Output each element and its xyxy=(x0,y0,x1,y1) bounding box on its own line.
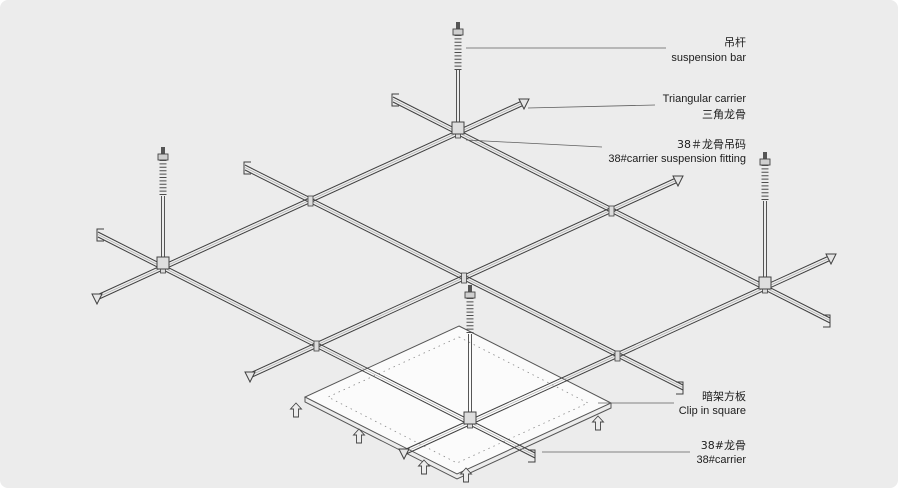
label-suspension-bar-zh: 吊杆 xyxy=(724,35,746,49)
triangle-end-cap xyxy=(518,98,530,111)
triangle-end-cap xyxy=(825,253,837,266)
channel-end-cap xyxy=(243,161,251,175)
panel-face xyxy=(303,325,613,475)
triangle-end-cap xyxy=(244,371,256,384)
suspension-fitting xyxy=(451,121,465,135)
triangle-end-cap xyxy=(398,448,410,461)
label-triangular-carrier-en: Triangular carrier xyxy=(663,93,747,105)
clip-in-panel xyxy=(303,325,613,480)
label-clip-in-square-zh: 暗架方板 xyxy=(702,389,746,403)
channel-end-cap xyxy=(676,381,684,395)
suspension-fitting xyxy=(463,411,477,425)
panel-thickness-edge xyxy=(304,397,612,480)
label-38-carrier-en: 38#carrier xyxy=(696,454,746,466)
clip-direction-arrow xyxy=(417,459,431,475)
suspension-bar-right xyxy=(758,152,772,290)
triangle-end-cap xyxy=(672,175,684,188)
leader-fitting xyxy=(465,139,603,148)
clip-direction-arrow xyxy=(591,415,605,431)
clip-direction-arrow xyxy=(459,467,473,483)
suspension-bar-left xyxy=(156,147,170,270)
suspension-fitting xyxy=(758,276,772,290)
label-clip-in-square-en: Clip in square xyxy=(679,405,746,417)
suspension-bar-center xyxy=(463,285,477,425)
leader-lines xyxy=(465,47,690,453)
label-38-carrier-zh: 38#龙骨 xyxy=(701,439,746,452)
triangle-end-cap xyxy=(91,293,103,306)
suspension-bar-top xyxy=(451,22,465,135)
leader-triangular-carrier xyxy=(527,104,656,109)
channel-end-cap xyxy=(96,228,104,242)
channel-end-cap xyxy=(391,93,399,107)
label-fitting-en: 38#carrier suspension fitting xyxy=(608,153,746,165)
channel-end-cap xyxy=(528,449,536,463)
annotations: 吊杆 suspension bar Triangular carrier 三角龙… xyxy=(608,35,746,466)
channel-end-cap xyxy=(823,314,831,328)
clip-direction-arrows xyxy=(289,402,605,483)
label-fitting-zh: 38＃龙骨吊码 xyxy=(677,138,746,151)
clip-direction-arrow xyxy=(352,428,366,444)
label-triangular-carrier-zh: 三角龙骨 xyxy=(702,108,746,121)
suspension-fitting xyxy=(156,256,170,270)
clip-direction-arrow xyxy=(289,402,303,418)
label-suspension-bar-en: suspension bar xyxy=(671,52,746,64)
